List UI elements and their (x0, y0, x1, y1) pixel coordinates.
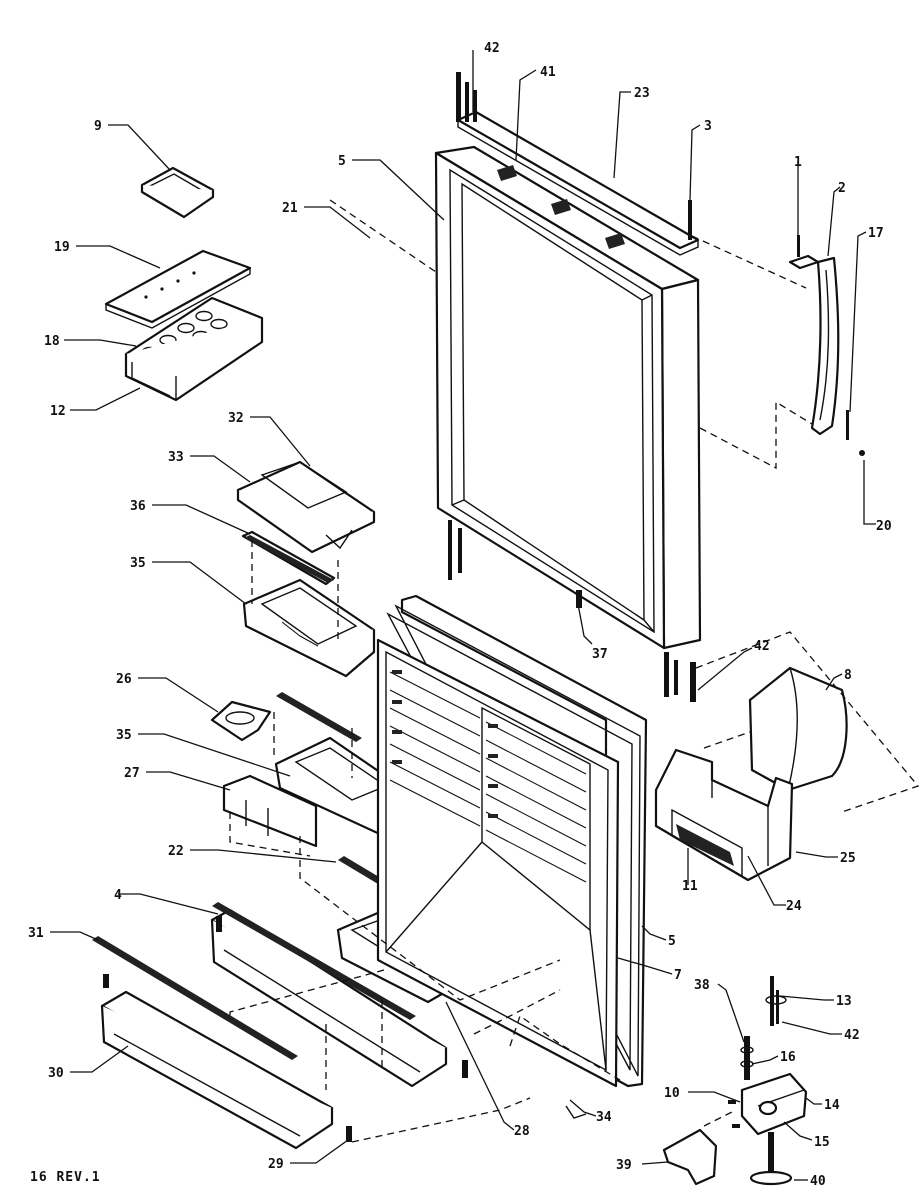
small-fasteners (103, 916, 587, 1142)
callout-12: 12 (50, 404, 66, 419)
liner-shelf-ribs (392, 670, 498, 818)
part-19-tray-cover (104, 249, 252, 329)
callout-24: 24 (786, 899, 802, 914)
callout-20: 20 (876, 519, 892, 534)
callout-41: 41 (540, 65, 556, 80)
callout-5-freezer-door: 5 (338, 154, 346, 169)
part-9-small-tray (140, 166, 215, 219)
callout-35-upper: 35 (130, 556, 146, 571)
callout-28: 28 (514, 1124, 530, 1139)
callout-25: 25 (840, 851, 856, 866)
part-7-door-liner (376, 638, 620, 1088)
part-23-door-top-cap (456, 110, 700, 256)
callout-21: 21 (282, 201, 298, 216)
door-screws (448, 72, 696, 702)
callout-4: 4 (114, 888, 122, 903)
callout-29: 29 (268, 1157, 284, 1172)
part-38-upper-door-bin (242, 578, 376, 678)
callout-42-bottom: 42 (844, 1028, 860, 1043)
part-39-hinge-cover (662, 1128, 718, 1186)
callout-35-middle: 35 (116, 728, 132, 743)
part-4-lower-door-bin (210, 908, 448, 1088)
callout-17: 17 (868, 226, 884, 241)
part-27-bracket (222, 774, 318, 848)
callout-39: 39 (616, 1158, 632, 1173)
part-26-egg-cup (210, 700, 272, 742)
callout-9: 9 (94, 119, 102, 134)
callout-26: 26 (116, 672, 132, 687)
callout-2: 2 (838, 181, 846, 196)
callout-30: 30 (48, 1066, 64, 1081)
part-8-compartment-cover (748, 666, 848, 792)
callout-33: 33 (168, 450, 184, 465)
part-33-shelf-cover (236, 460, 376, 554)
callout-42-top: 42 (484, 41, 500, 56)
callout-15: 15 (814, 1135, 830, 1150)
callout-3: 3 (704, 119, 712, 134)
callout-19: 19 (54, 240, 70, 255)
callout-32: 32 (228, 411, 244, 426)
revision-note: 16 REV.1 (30, 1170, 101, 1185)
handle-hardware (797, 235, 865, 456)
callout-5-gasket: 5 (668, 934, 676, 949)
callout-labels: 9 19 18 12 42 41 23 3 5 21 1 2 17 20 32 … (28, 41, 892, 1189)
assembly-guide-lines (229, 199, 919, 1143)
part-30-bottom-door-bin (100, 990, 334, 1150)
callout-11: 11 (682, 879, 698, 894)
callout-40: 40 (810, 1174, 826, 1189)
part-12-ice-bin (124, 318, 264, 402)
part-40-leveling-leg (749, 1132, 793, 1186)
callout-23: 23 (634, 86, 650, 101)
callout-36: 36 (130, 499, 146, 514)
part-2-door-handle (788, 254, 840, 436)
callout-42-middle: 42 (754, 639, 770, 654)
part-14-lower-hinge (740, 1072, 808, 1136)
part-24-compartment-frame (654, 748, 794, 882)
callout-8: 8 (844, 668, 852, 683)
freezer-door-assembly (434, 145, 702, 650)
callout-18: 18 (44, 334, 60, 349)
callout-14: 14 (824, 1098, 840, 1113)
callout-37: 37 (592, 647, 608, 662)
callout-10: 10 (664, 1086, 680, 1101)
callout-16: 16 (780, 1050, 796, 1065)
callout-22: 22 (168, 844, 184, 859)
callout-34: 34 (596, 1110, 612, 1125)
part-13-hinge-pin-assembly (765, 976, 787, 1026)
callout-38: 38 (694, 978, 710, 993)
leader-lines (50, 50, 876, 1181)
callout-27: 27 (124, 766, 140, 781)
callout-31: 31 (28, 926, 44, 941)
callout-7: 7 (674, 968, 682, 983)
callout-1: 1 (794, 155, 802, 170)
callout-13: 13 (836, 994, 852, 1009)
